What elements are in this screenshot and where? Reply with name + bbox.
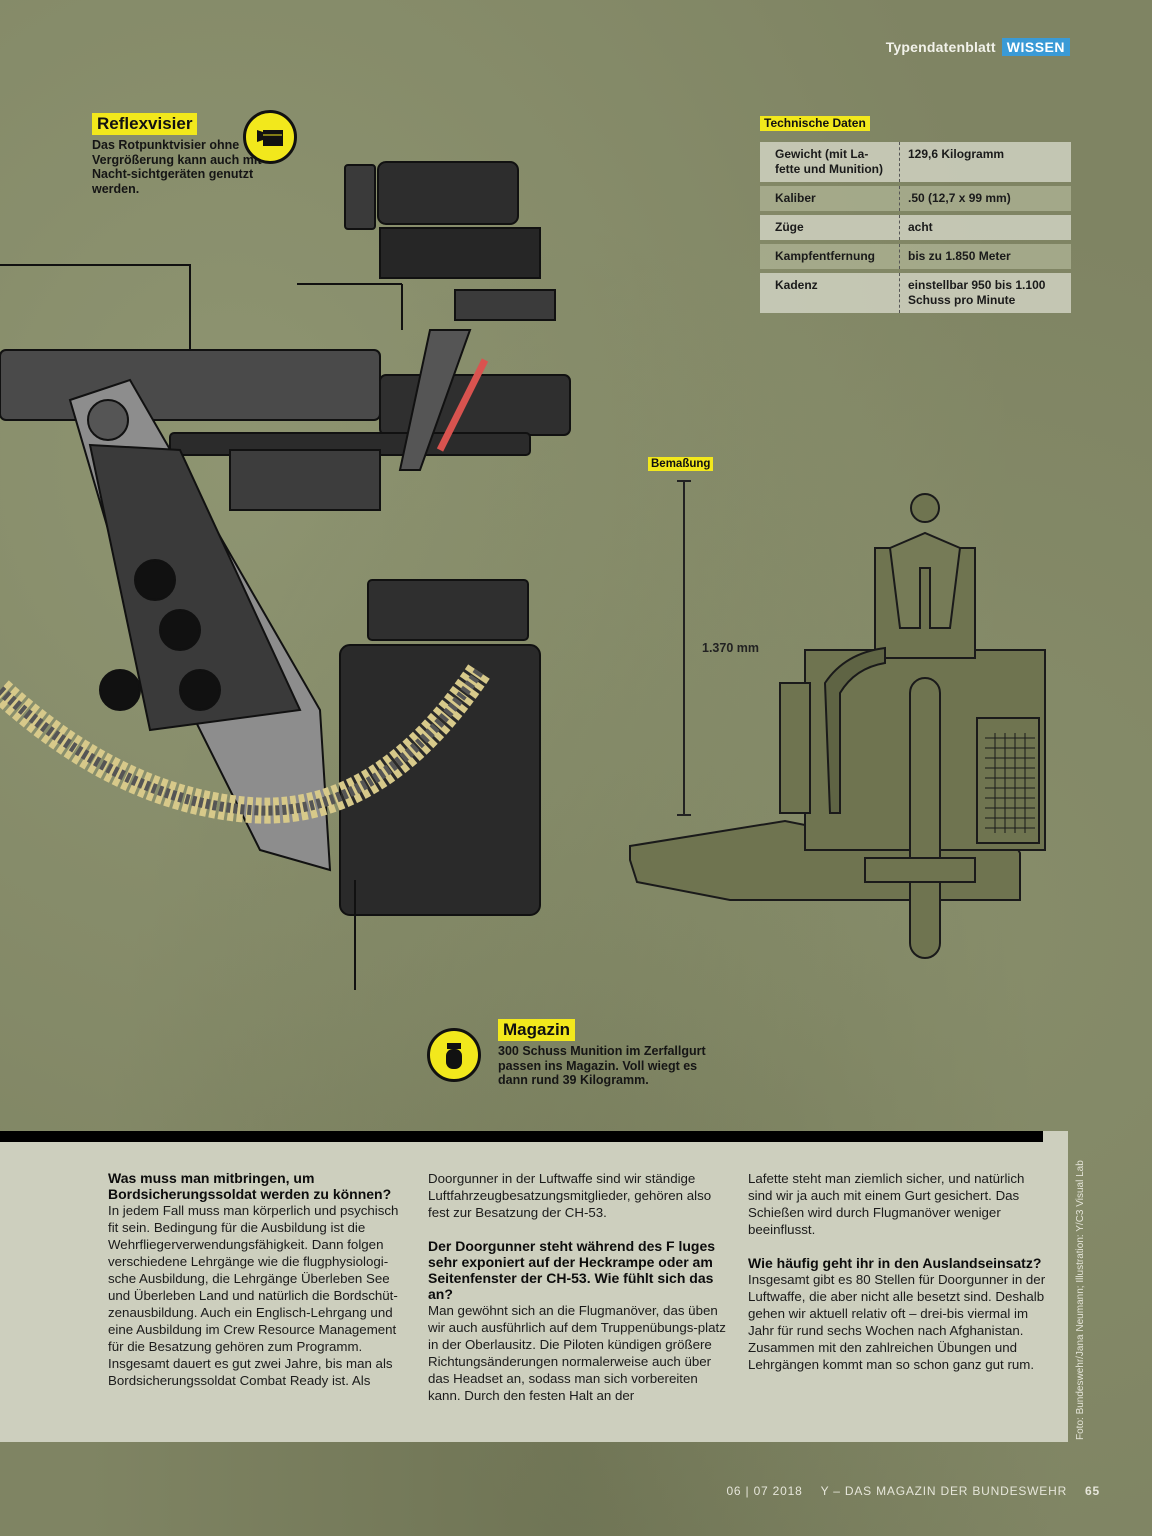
machine-gun-illustration <box>0 161 571 990</box>
dimension-value: 1.370 mm <box>702 641 759 655</box>
row-value: acht <box>900 215 1071 240</box>
dimension-label: Bemaßung <box>648 457 714 471</box>
callout-magazin: Magazin 300 Schuss Munition im Zerfallgu… <box>498 1019 728 1088</box>
answer-text: Doorgunner in der Luftwaffe sind wir stä… <box>428 1171 712 1220</box>
header-kicker: Typendatenblatt <box>885 39 996 55</box>
row-value: .50 (12,7 x 99 mm) <box>900 186 1071 211</box>
sight-icon <box>243 110 297 164</box>
row-key: Kaliber <box>760 186 900 211</box>
dimension-line <box>683 481 685 815</box>
section-badge: WISSEN <box>1001 38 1070 56</box>
row-key: Züge <box>760 215 900 240</box>
answer-text: Man gewöhnt sich an die Flugmanöver, das… <box>428 1303 726 1403</box>
ammo-box <box>339 579 541 990</box>
photo-credit: Foto: Bundeswehr/Jana Neumann; Illustrat… <box>1072 1160 1092 1440</box>
page-number: 65 <box>1085 1484 1100 1498</box>
magazine-name: Y – DAS MAGAZIN DER BUNDESWEHR <box>820 1484 1068 1498</box>
cradle <box>68 378 332 872</box>
photo-credit-text: Foto: Bundeswehr/Jana Neumann; Illustrat… <box>1075 1160 1086 1440</box>
row-value: einstellbar 950 bis 1.100 Schuss pro Min… <box>900 273 1071 313</box>
callout-text: Das Rotpunktvisier ohne Vergrößerung kan… <box>92 138 262 196</box>
row-key: Kadenz <box>760 273 900 313</box>
article-panel <box>0 1131 1068 1442</box>
row-key: Kampfentfernung <box>760 244 900 269</box>
callout-text: 300 Schuss Munition im Zerfallgurt passe… <box>498 1044 706 1087</box>
dimension-cap-bottom <box>677 814 691 816</box>
issue-date: 06 | 07 2018 <box>726 1484 803 1498</box>
table-row: Gewicht (mit La-fette und Munition)129,6… <box>760 142 1071 182</box>
question-heading: Wie häufig geht ihr in den Auslandseinsa… <box>748 1255 1042 1271</box>
answer-text: In jedem Fall muss man körperlich und ps… <box>108 1203 399 1388</box>
technical-data-table: Gewicht (mit La-fette und Munition)129,6… <box>760 138 1071 317</box>
reflex-sight <box>344 161 556 321</box>
answer-text: Insgesamt gibt es 80 Stellen für Doorgun… <box>748 1272 1046 1372</box>
technical-data-title: Technische Daten <box>760 116 870 131</box>
callout-title: Reflexvisier <box>92 113 198 135</box>
callout-title: Magazin <box>498 1019 576 1041</box>
reflex-leader-line <box>0 264 191 380</box>
article-column-3: Lafette steht man ziemlich sicher, und n… <box>748 1170 1048 1442</box>
mount-front-view-drawing <box>629 493 1046 959</box>
row-value: 129,6 Kilogramm <box>900 142 1071 182</box>
ammo-box-icon <box>427 1028 481 1082</box>
table-row: Kaliber.50 (12,7 x 99 mm) <box>760 186 1071 211</box>
page-header: Typendatenblatt WISSEN <box>886 38 1070 56</box>
receiver <box>0 329 571 511</box>
question-heading: Der Doorgunner steht während des F luges… <box>428 1238 716 1302</box>
page-footer: 06 | 07 2018 Y – DAS MAGAZIN DER BUNDESW… <box>726 1484 1100 1498</box>
row-value: bis zu 1.850 Meter <box>900 244 1071 269</box>
technical-data: Technische Daten Gewicht (mit La-fette u… <box>760 114 1072 317</box>
dimension-cap-top <box>677 480 691 482</box>
article-body: Was muss man mitbringen, um Bordsicherun… <box>0 1142 1068 1442</box>
article-column-1: Was muss man mitbringen, um Bordsicherun… <box>108 1170 408 1442</box>
question-heading: Was muss man mitbringen, um Bordsicherun… <box>108 1170 392 1202</box>
article-top-rule <box>0 1131 1043 1142</box>
article-column-2: Doorgunner in der Luftwaffe sind wir stä… <box>428 1170 728 1442</box>
callout-reflexvisier: Reflexvisier Das Rotpunktvisier ohne Ver… <box>92 113 262 196</box>
answer-text: Lafette steht man ziemlich sicher, und n… <box>748 1171 1025 1237</box>
row-key: Gewicht (mit La-fette und Munition) <box>760 142 900 182</box>
